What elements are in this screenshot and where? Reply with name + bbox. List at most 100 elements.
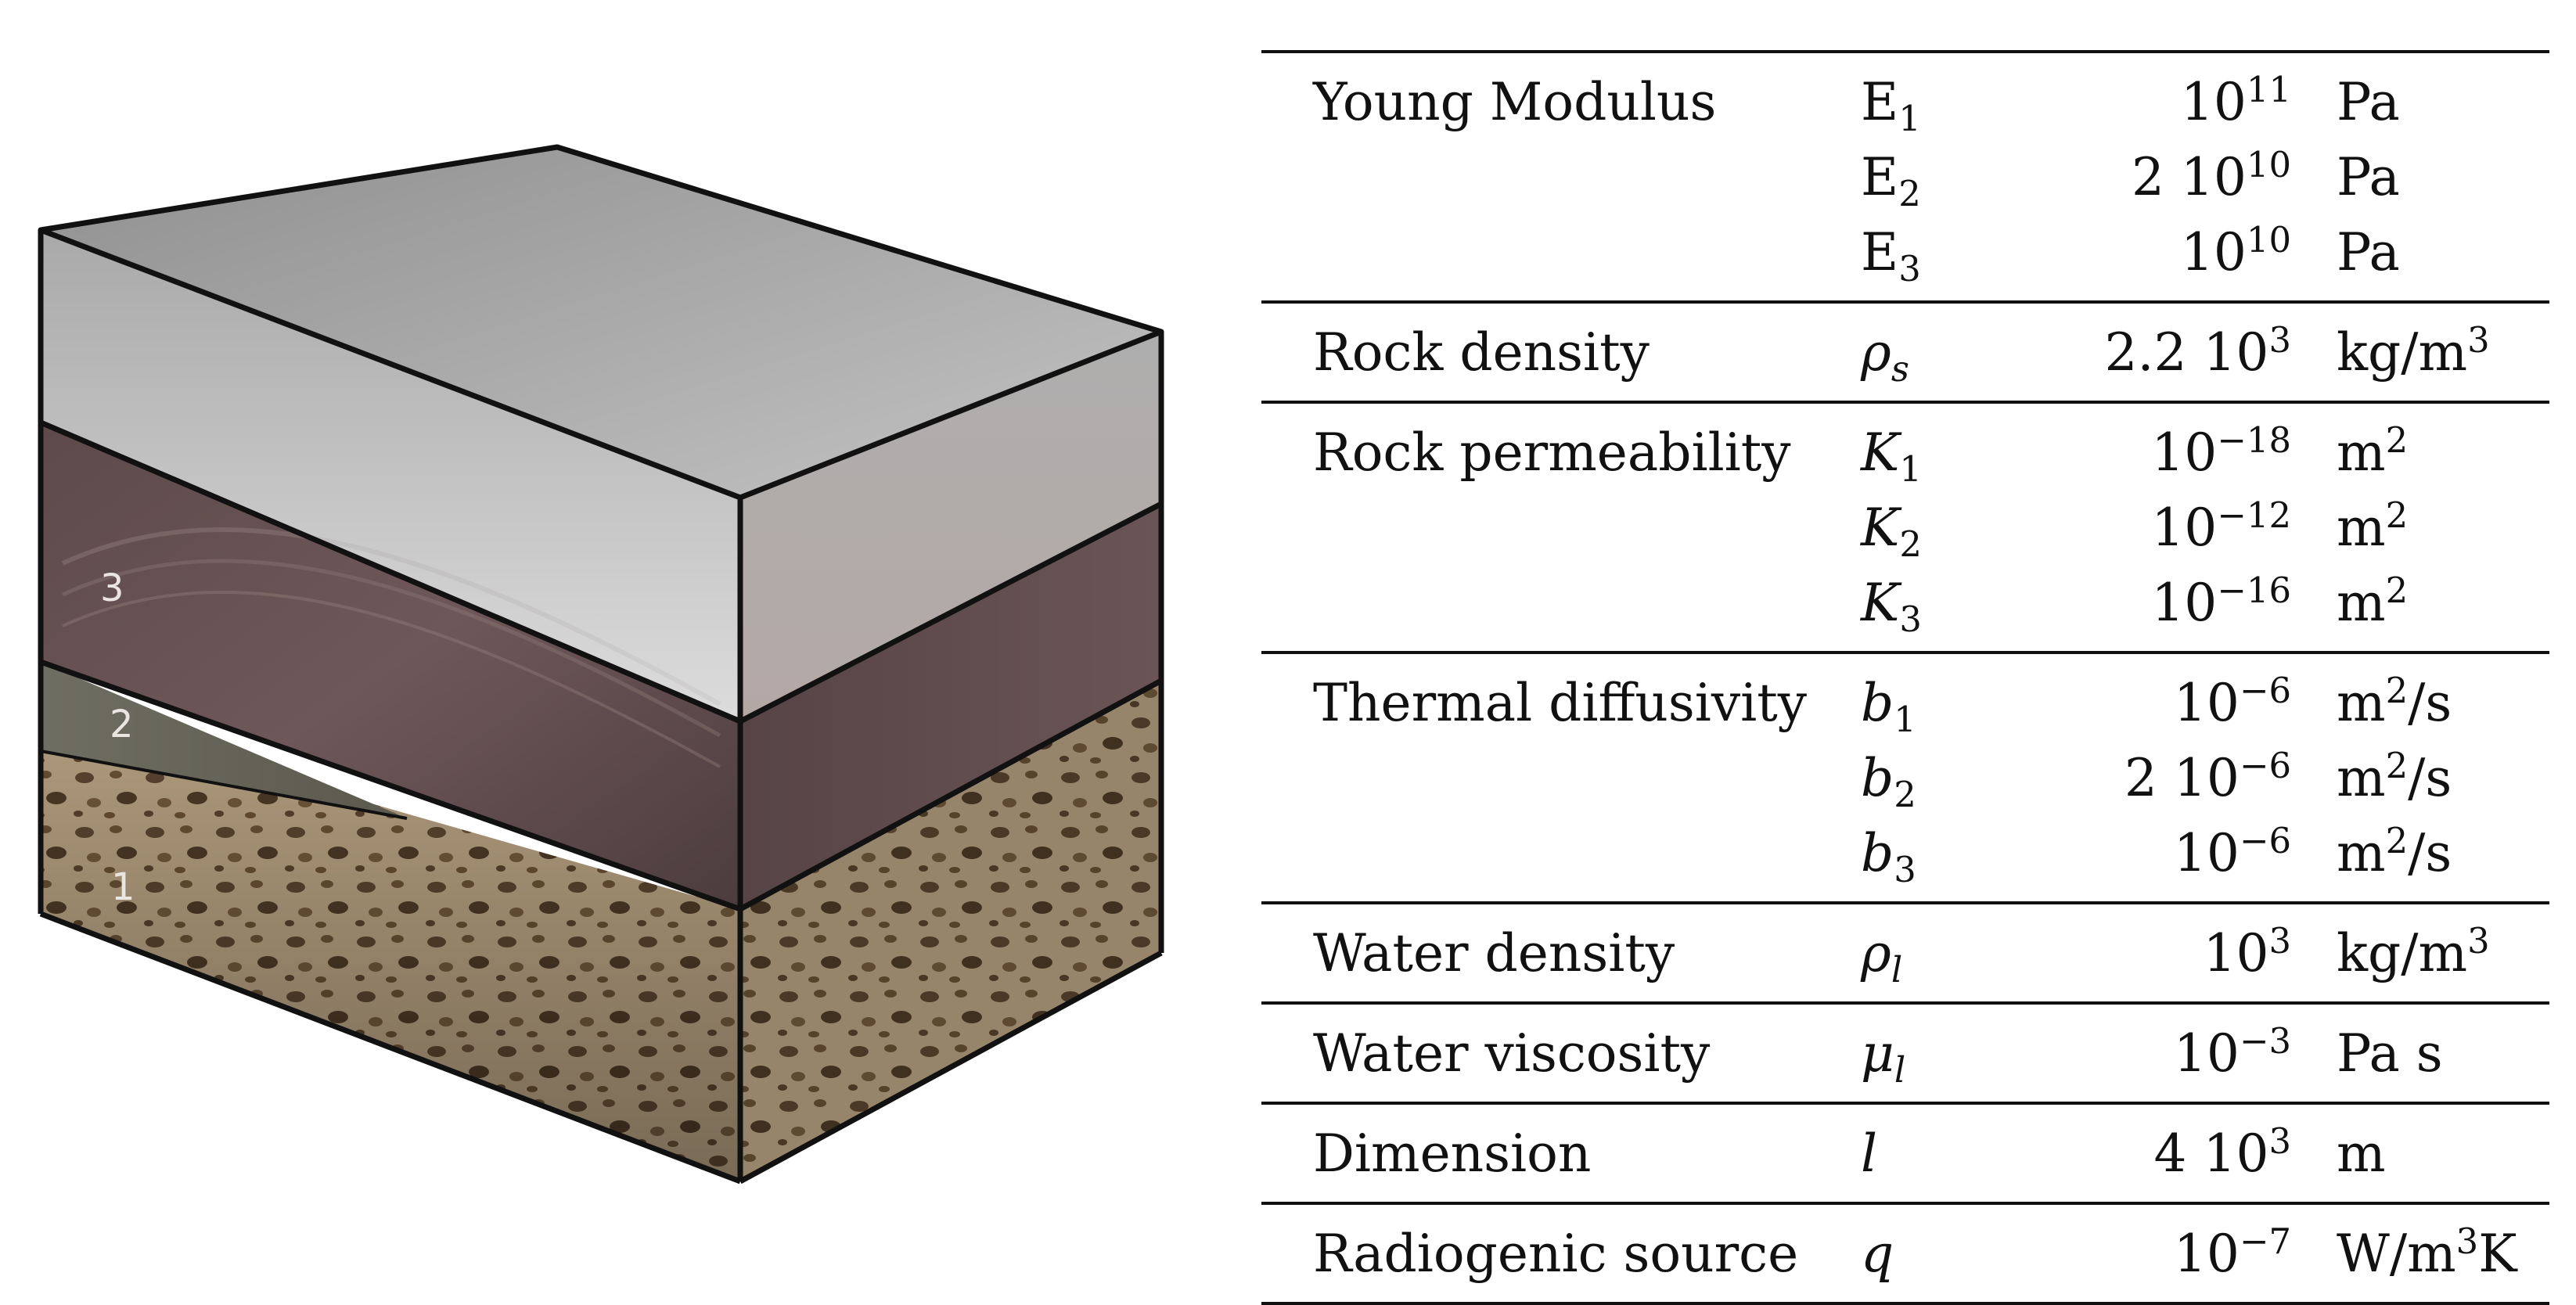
symbol-subscript: 3 [1898, 247, 1921, 289]
symbol-letter: ρ [1861, 922, 1891, 983]
parameter-unit: Pa s [2337, 1003, 2549, 1103]
value-mantissa: 2 10 [2124, 747, 2240, 808]
value-mantissa: 10 [2173, 672, 2240, 733]
parameter-name [1261, 740, 1861, 815]
symbol-letter: K [1861, 572, 1900, 633]
value-exponent: 10 [2246, 218, 2291, 261]
unit-exponent: 2 [2385, 819, 2409, 861]
unit-base: kg/m [2337, 922, 2468, 983]
symbol-letter: b [1861, 672, 1894, 733]
parameter-name: Water density [1313, 922, 1675, 983]
parameter-value: 4 103 [2033, 1103, 2337, 1203]
symbol-letter: q [1861, 1223, 1894, 1284]
parameter-name: Rock density [1313, 322, 1650, 383]
parameter-unit: m2/s [2337, 815, 2549, 903]
value-mantissa: 10 [2203, 922, 2269, 983]
unit-base: m [2337, 497, 2386, 558]
parameter-value: 2 10−6 [2033, 740, 2337, 815]
value-exponent: 11 [2246, 68, 2291, 110]
symbol-letter: E [1861, 146, 1899, 207]
parameter-name [1261, 815, 1861, 903]
parameter-unit: Pa [2337, 139, 2549, 214]
unit-base: kg/m [2337, 322, 2468, 383]
unit-exponent: 2 [2385, 744, 2409, 786]
parameter-value: 1011 [2033, 52, 2337, 139]
symbol-subscript: 2 [1894, 773, 1916, 815]
unit-base: m [2337, 572, 2386, 633]
unit-exponent: 3 [2455, 1220, 2479, 1262]
parameter-symbol: E2 [1861, 139, 2033, 214]
unit-tail: /s [2408, 822, 2452, 883]
parameter-name: Thermal diffusivity [1313, 672, 1808, 733]
parameter-unit: m2/s [2337, 740, 2549, 815]
parameter-unit: Pa [2337, 214, 2549, 302]
layer-2 [41, 662, 407, 818]
parameter-name: Rock permeability [1313, 422, 1791, 483]
parameter-symbol: b1 [1861, 652, 2033, 740]
symbol-letter: K [1861, 497, 1900, 558]
unit-exponent: 2 [2385, 569, 2409, 611]
layer-label-3: 3 [100, 566, 124, 610]
parameter-name [1261, 139, 1861, 214]
parameter-value: 10−16 [2033, 565, 2337, 652]
parameter-unit: m2 [2337, 402, 2549, 490]
unit-exponent: 3 [2467, 919, 2490, 962]
glass-layer [41, 147, 1161, 721]
parameter-name [1261, 565, 1861, 652]
symbol-letter: b [1861, 822, 1894, 883]
parameter-symbol: b2 [1861, 740, 2033, 815]
parameter-value: 10−3 [2033, 1003, 2337, 1103]
parameter-symbol: K2 [1861, 490, 2033, 565]
value-mantissa: 10 [2173, 1223, 2240, 1284]
parameter-value: 10−7 [2033, 1203, 2337, 1303]
symbol-subscript: 2 [1899, 523, 1922, 565]
symbol-letter: l [1861, 1123, 1878, 1184]
unit-exponent: 3 [2467, 318, 2490, 361]
table-row: Thermal diffusivity b1 10−6 m2/s [1261, 652, 2549, 740]
unit-base: m [2337, 1123, 2386, 1184]
unit-base: m [2337, 822, 2386, 883]
parameter-name: Water viscosity [1313, 1023, 1711, 1084]
layer-3 [41, 422, 1161, 909]
parameter-value: 2.2 103 [2033, 302, 2337, 402]
unit-tail: /s [2408, 672, 2452, 733]
symbol-subscript: 2 [1898, 172, 1921, 214]
unit-tail: /s [2408, 747, 2452, 808]
layer-1 [41, 681, 1161, 1181]
parameter-value: 10−12 [2033, 490, 2337, 565]
value-mantissa: 10 [2180, 221, 2247, 282]
value-exponent: −6 [2239, 669, 2291, 711]
symbol-letter: ρ [1861, 322, 1891, 383]
parameter-name [1261, 214, 1861, 302]
symbol-subscript: s [1891, 347, 1909, 390]
symbol-letter: E [1861, 71, 1899, 132]
parameter-symbol: K1 [1861, 402, 2033, 490]
parameter-value: 2 1010 [2033, 139, 2337, 214]
symbol-letter: μ [1861, 1023, 1894, 1084]
value-exponent: 3 [2268, 919, 2291, 962]
unit-base: m [2337, 672, 2386, 733]
parameter-unit: m [2337, 1103, 2549, 1203]
unit-exponent: 2 [2385, 494, 2409, 536]
parameter-symbol: q [1861, 1203, 2033, 1303]
value-exponent: −12 [2217, 494, 2291, 536]
parameter-value: 10−6 [2033, 815, 2337, 903]
parameter-unit: m2/s [2337, 652, 2549, 740]
value-exponent: −3 [2239, 1019, 2291, 1062]
parameter-symbol: ρs [1861, 302, 2033, 402]
value-mantissa: 10 [2151, 572, 2218, 633]
unit-base: Pa [2337, 221, 2400, 282]
parameter-unit: kg/m3 [2337, 302, 2549, 402]
rock-layer-block-diagram: 3 2 1 [38, 144, 1164, 1185]
